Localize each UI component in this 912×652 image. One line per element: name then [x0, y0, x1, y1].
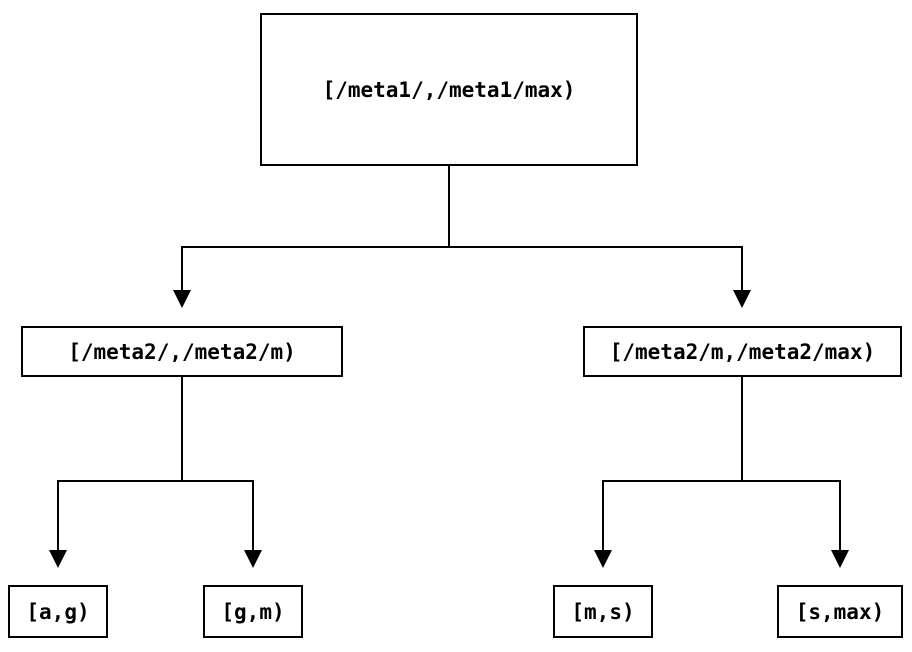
- arrowhead-leaf-1: [49, 550, 67, 568]
- connector-left-leaves: [57, 377, 254, 550]
- node-left-child: [/meta2/,/meta2/m): [21, 326, 343, 377]
- arrowhead-right-child: [733, 290, 751, 308]
- node-root: [/meta1/,/meta1/max): [260, 13, 638, 166]
- node-right-child: [/meta2/m,/meta2/max): [583, 326, 902, 377]
- node-leaf-smax: [s,max): [777, 585, 903, 638]
- node-leaf-gm: [g,m): [203, 585, 303, 638]
- arrowhead-leaf-3: [594, 550, 612, 568]
- connector-root-children: [181, 166, 743, 290]
- node-leaf-ms: [m,s): [553, 585, 653, 638]
- node-leaf-ag: [a,g): [8, 585, 108, 638]
- arrowhead-left-child: [173, 290, 191, 308]
- connector-right-leaves: [602, 377, 841, 550]
- arrowhead-leaf-2: [244, 550, 262, 568]
- arrowhead-leaf-4: [831, 550, 849, 568]
